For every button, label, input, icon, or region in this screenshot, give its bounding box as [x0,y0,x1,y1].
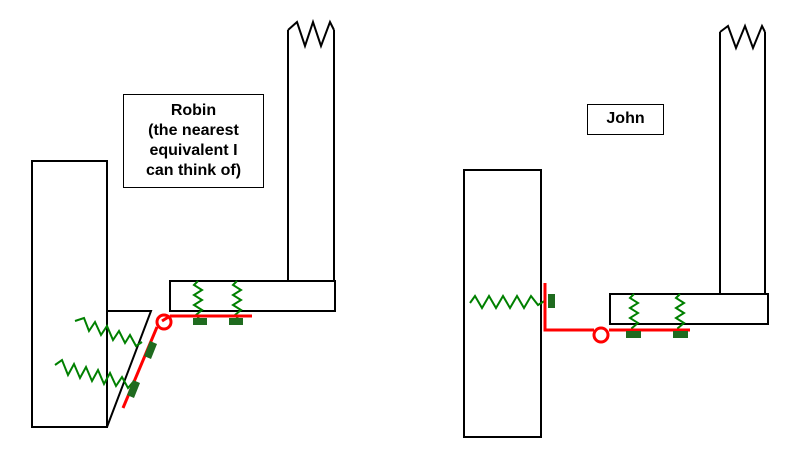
john-anchor-vertical [548,294,555,308]
robin-left-block [31,160,108,428]
robin-spring-diagonal-lower [54,358,135,390]
john-left-block [463,169,542,438]
john-beam-spring-left [628,293,640,334]
robin-label-line: can think of) [145,162,242,179]
robin-spring-diagonal-upper [74,316,143,348]
john-label: John [606,110,645,127]
robin-anchor-horizontal-right [229,318,243,325]
robin-anchor-angled-lower [127,380,140,398]
john-joint-circle [592,326,610,344]
robin-anchor-angled-upper [144,341,157,359]
robin-label-line: Robin [170,102,217,119]
john-red-bar-l-shape [543,283,594,332]
john-beam-spring-right [674,293,686,334]
john-horizontal-spring [469,294,547,310]
john-anchor-horizontal-right [673,331,688,338]
robin-label-box: Robin (the nearest equivalent I can thin… [123,94,264,188]
robin-beam-spring-left [192,280,204,321]
robin-horizontal-beam [169,280,336,312]
john-label-box: John [587,104,664,135]
robin-label-line: (the nearest [148,122,239,139]
john-horizontal-beam [609,293,769,325]
john-anchor-horizontal-left [626,331,641,338]
robin-vertical-post [287,18,335,281]
robin-label-line: equivalent I [149,142,238,159]
robin-anchor-horizontal-left [193,318,207,325]
robin-beam-spring-right [231,280,243,321]
robin-wedge [106,310,153,428]
john-vertical-post [719,23,766,294]
robin-joint-circle [155,313,173,331]
